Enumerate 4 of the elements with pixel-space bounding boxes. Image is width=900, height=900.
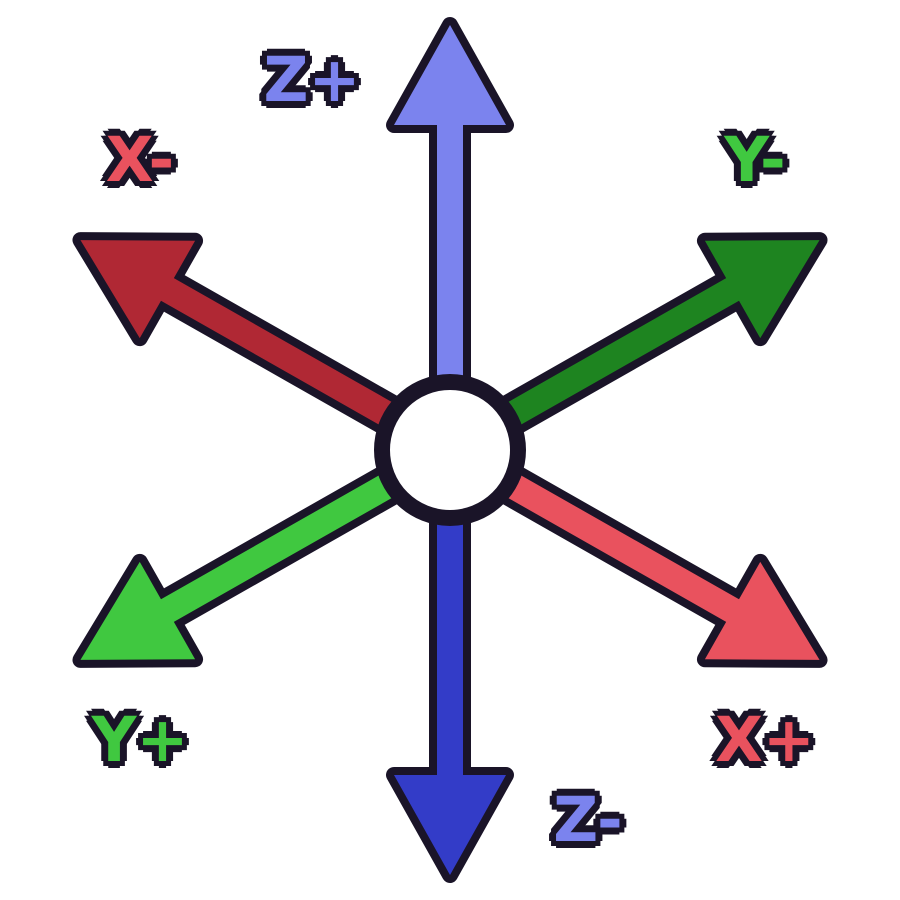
axis-label: Z+ [264, 49, 360, 111]
axis-label: X- [106, 129, 174, 191]
axis-label: X+ [715, 709, 815, 771]
axis-label: Z- [553, 789, 623, 851]
